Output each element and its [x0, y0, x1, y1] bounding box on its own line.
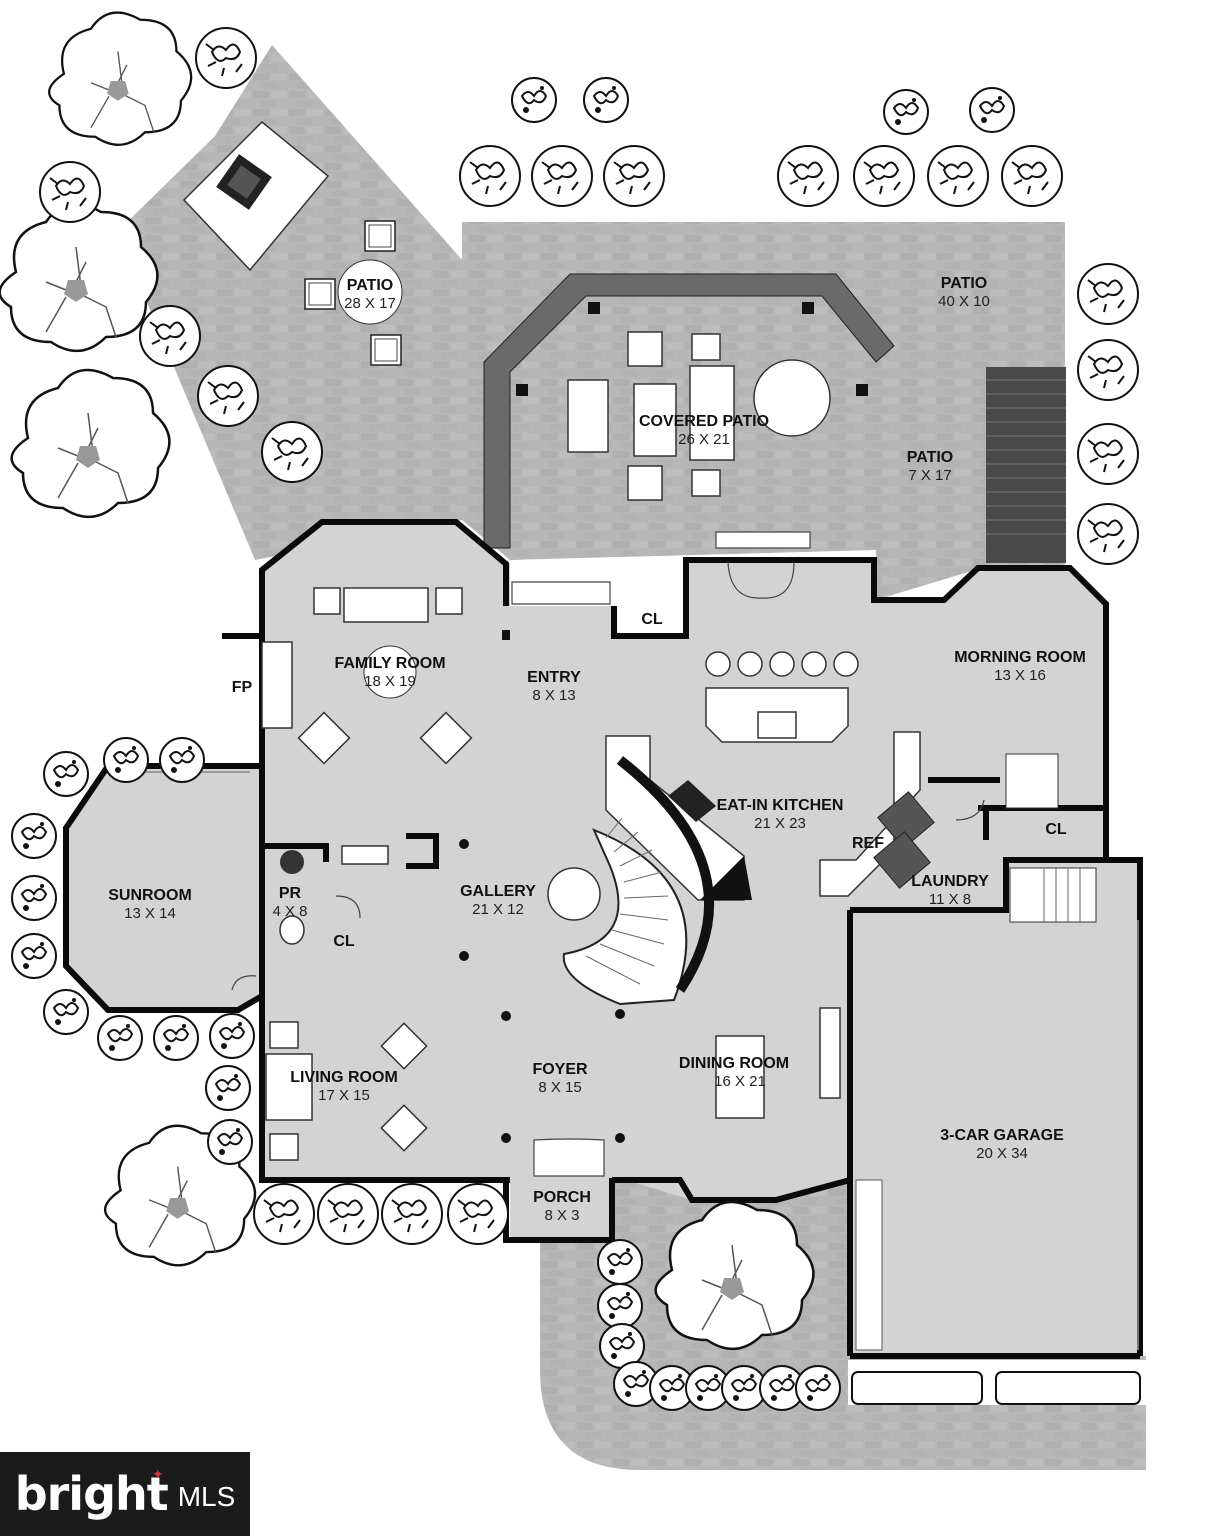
patio-e-size: 7 X 17 [908, 467, 951, 484]
garage-size: 20 X 34 [976, 1145, 1028, 1162]
washer-dryer [873, 791, 935, 889]
porch-name: PORCH [533, 1189, 591, 1206]
family-room-size: 18 X 19 [364, 673, 416, 690]
nw-patio-table [337, 259, 403, 325]
closet-laundry-label: CL [1045, 821, 1067, 838]
exterior-stairs [986, 367, 1066, 563]
powder-room-size: 4 X 8 [272, 903, 307, 920]
laundry-name: LAUNDRY [911, 873, 989, 890]
watermark-brand: bright [14, 1467, 169, 1521]
porch-size: 8 X 3 [544, 1207, 579, 1224]
sunroom-size: 13 X 14 [124, 905, 176, 922]
covered-patio-name: COVERED PATIO [639, 413, 769, 430]
foyer-size: 8 X 15 [538, 1079, 581, 1096]
bar-stools [705, 651, 859, 677]
morning-room-name: MORNING ROOM [954, 649, 1086, 666]
patio-e-name: PATIO [907, 449, 954, 466]
closet-pr-label: CL [333, 933, 355, 950]
entry-name: ENTRY [527, 669, 581, 686]
cooktop [668, 780, 716, 822]
living-room-name: LIVING ROOM [290, 1069, 398, 1086]
patio-nw-name: PATIO [347, 277, 394, 294]
morning-room-size: 13 X 16 [994, 667, 1046, 684]
kitchen-counter-right [819, 731, 921, 897]
laundry-stairs [1005, 753, 1097, 923]
powder-room-fixtures [279, 850, 305, 945]
columns [459, 630, 625, 1143]
refrigerator-label: REF [852, 835, 884, 852]
sunroom-name: SUNROOM [108, 887, 192, 904]
eat-in-kitchen-size: 21 X 23 [754, 815, 806, 832]
grand-staircase [562, 756, 714, 1006]
walls [222, 519, 1143, 1359]
patio-ne-name: PATIO [941, 275, 988, 292]
laundry-size: 11 X 8 [929, 891, 971, 908]
doors [231, 531, 985, 1177]
bright-mls-watermark: bright MLS ✦ [0, 1452, 250, 1536]
patio-paving-nw [119, 45, 464, 560]
fireplace-label: FP [232, 679, 253, 696]
watermark-star-icon: ✦ [152, 1466, 164, 1482]
patio-nw-size: 28 X 17 [344, 295, 396, 312]
gallery-name: GALLERY [460, 883, 536, 900]
family-room-name: FAMILY ROOM [334, 655, 445, 672]
covered-patio-furniture [567, 331, 831, 501]
eat-in-kitchen-name: EAT-IN KITCHEN [717, 797, 844, 814]
family-room-furniture [261, 587, 473, 865]
gallery-round-table [547, 867, 601, 921]
garage-storage [855, 1179, 883, 1351]
dining-room-size: 16 X 21 [714, 1073, 766, 1090]
hedges [851, 1371, 1141, 1405]
watermark-suffix: MLS [177, 1481, 236, 1512]
fire-pit [182, 120, 330, 272]
powder-room-name: PR [279, 885, 302, 902]
closet-entry-label: CL [641, 611, 663, 628]
living-room-size: 17 X 15 [318, 1087, 370, 1104]
covered-patio-posts [516, 302, 868, 396]
garage-name: 3-CAR GARAGE [940, 1127, 1064, 1144]
entry-size: 8 X 13 [532, 687, 575, 704]
patio-ne-size: 40 X 10 [938, 293, 990, 310]
living-dining-furniture [265, 1007, 841, 1161]
sunroom-walls [63, 763, 265, 1013]
kitchen-sink [757, 711, 797, 739]
dining-room-name: DINING ROOM [679, 1055, 789, 1072]
covered-patio-size: 26 X 21 [678, 431, 730, 448]
foyer-name: FOYER [532, 1061, 588, 1078]
covered-patio-roof [483, 273, 895, 549]
gallery-size: 21 X 12 [472, 901, 524, 918]
